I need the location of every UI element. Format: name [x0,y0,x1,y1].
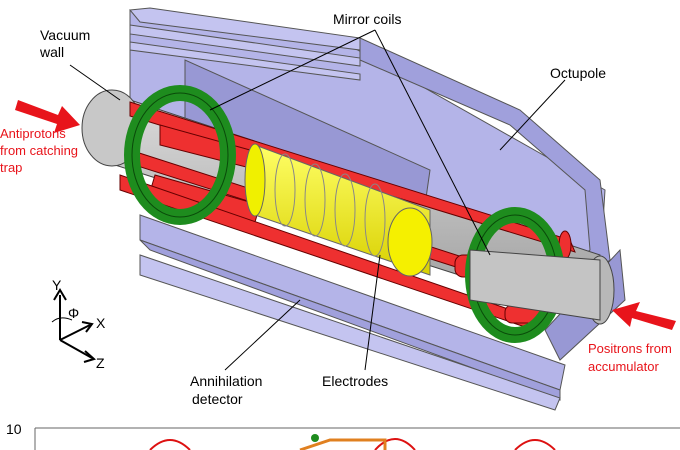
positrons-label-2: accumulator [588,359,659,374]
lower-plot-tick: 10 [6,421,22,437]
coordinate-axes [51,288,97,363]
axis-phi-label: Φ [68,305,79,321]
octupole-label: Octupole [550,65,606,81]
leader-lines [69,29,566,371]
annihilation-detector-label-2: detector [192,391,243,407]
antiproton-arrow [15,100,80,133]
antiprotons-label-3: trap [0,160,22,175]
positron-arrow [612,302,676,330]
axis-x-label: X [96,315,106,331]
antiprotons-label-1: Antiprotons [0,126,66,141]
positrons-label-1: Positrons from [588,341,672,356]
mirror-coils-label: Mirror coils [333,11,401,27]
electrodes-label: Electrodes [322,373,388,389]
vacuum-wall-label-1: Vacuum [40,27,90,43]
lower-plot-fragment [34,427,680,450]
vacuum-wall-front-end [469,249,601,321]
electrodes [244,143,433,277]
antiprotons-label-2: from catching [0,143,78,158]
axis-y-label: Y [52,277,62,293]
axis-z-label: Z [96,355,105,371]
annihilation-detector-label-1: Annihilation [190,373,262,389]
vacuum-wall-label-2: wall [39,44,64,60]
